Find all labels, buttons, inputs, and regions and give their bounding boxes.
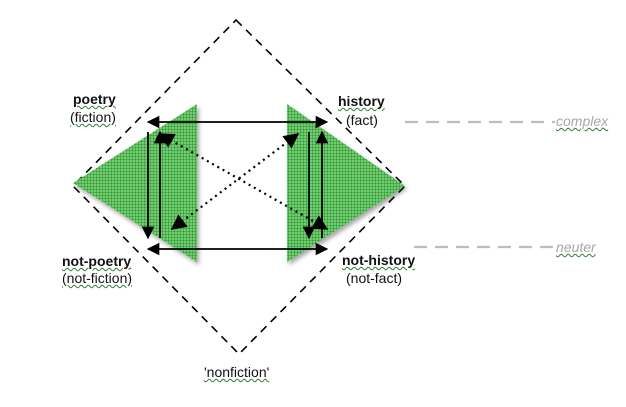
fact-label: (fact)	[346, 112, 378, 128]
not-history-label: not-history	[342, 252, 416, 268]
not-fact-label: (not-fact)	[346, 270, 403, 286]
complex-label: complex	[556, 113, 609, 129]
fiction-label: (fiction)	[70, 109, 116, 125]
neuter-label: neuter	[556, 239, 596, 255]
not-poetry-label: not-poetry	[62, 253, 132, 269]
history-label: history	[338, 93, 385, 109]
poetry-label: poetry	[73, 91, 116, 107]
left-hatched-triangle	[73, 104, 197, 262]
not-fiction-label: (not-fiction)	[62, 270, 133, 286]
dotted-diagonal-2	[170, 133, 300, 230]
outer-dashed-diamond	[71, 18, 407, 356]
nonfiction-label: 'nonfiction'	[204, 364, 270, 380]
